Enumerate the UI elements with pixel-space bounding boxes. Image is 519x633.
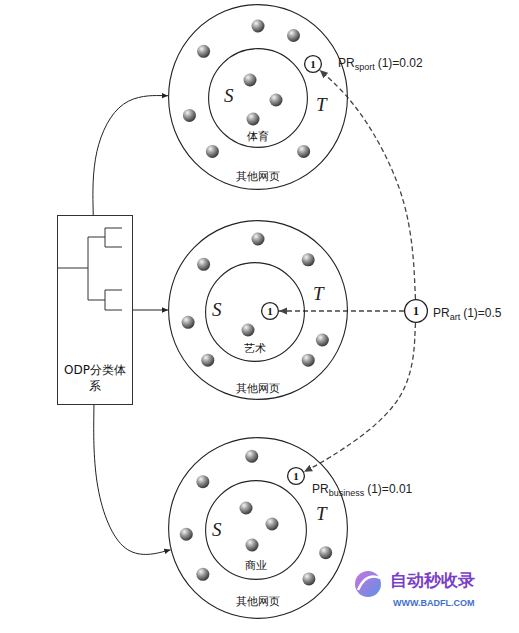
outline [169, 5, 348, 190]
pagerank-value: (1)=0.5 [463, 306, 501, 320]
sphere [206, 145, 219, 158]
outline [206, 481, 307, 580]
arrow [133, 310, 168, 311]
node-number: 1 [267, 304, 273, 319]
label-group: T [316, 95, 327, 114]
watermark-logo [355, 571, 381, 597]
category-circle: 体育 [208, 48, 308, 148]
set-letter: T [313, 283, 324, 304]
node-number: 1 [293, 469, 299, 484]
outline [169, 221, 348, 400]
dashed-arrow [279, 310, 404, 311]
sphere [183, 109, 196, 122]
page-node: 1 [304, 55, 322, 73]
node-number: 1 [413, 303, 419, 319]
sphere [245, 450, 258, 463]
sphere [246, 539, 259, 552]
outline [405, 300, 428, 323]
outline [305, 56, 322, 73]
set-letter: T [316, 94, 327, 115]
page-node: 1 [261, 302, 279, 320]
sphere [197, 258, 210, 271]
watermark: WWW.BADFL.COM [393, 598, 474, 608]
circle-outline [168, 437, 348, 619]
set-letter: S [224, 85, 234, 106]
taxonomy-box: ODP分类体系 [57, 215, 133, 405]
label-group: PRbusiness(1)=0.01 [312, 480, 412, 498]
pagerank-value: art [450, 312, 461, 322]
sphere [287, 29, 300, 42]
outline [288, 468, 305, 485]
outer-ring: 1 艺术其他网页 [168, 220, 348, 400]
page-node: 1 [404, 299, 428, 323]
sphere [240, 502, 253, 515]
node-number: 1 [310, 57, 316, 72]
sphere [302, 354, 315, 367]
label-group: S [212, 300, 222, 319]
outline [206, 263, 305, 362]
region-label: 其他网页 [236, 382, 280, 397]
sphere [302, 572, 315, 585]
dashed-arrow [320, 70, 416, 299]
sphere [242, 324, 255, 337]
sphere [197, 45, 210, 58]
label-group: T [313, 284, 324, 303]
sphere [252, 233, 265, 246]
set-letter: T [316, 503, 327, 524]
sphere [319, 546, 332, 559]
pagerank-value: PR [433, 306, 450, 320]
outline [262, 303, 279, 320]
outline [169, 438, 348, 619]
sphere [316, 334, 329, 347]
label-group: S [224, 86, 234, 105]
sphere [196, 568, 209, 581]
sphere [182, 316, 195, 329]
sphere [302, 253, 315, 266]
arrow [93, 96, 168, 215]
pagerank-value: PR [338, 56, 355, 70]
pagerank-value: sport [355, 62, 375, 72]
pagerank-value: (1)=0.02 [378, 56, 423, 70]
sphere [244, 74, 257, 87]
sphere [180, 528, 193, 541]
sphere [196, 475, 209, 488]
pagerank-value: PR [312, 482, 329, 496]
sphere [252, 20, 265, 33]
dashed-arrow [304, 323, 415, 472]
label-group: PRsport(1)=0.02 [338, 54, 423, 72]
set-letter: S [212, 519, 222, 540]
outline [209, 49, 308, 148]
label-group: 自动秒收录 [390, 572, 475, 589]
sphere [270, 94, 283, 107]
region-label: 商业 [245, 559, 267, 574]
region-label: 其他网页 [236, 170, 280, 185]
sphere [266, 518, 279, 531]
region-label: 体育 [247, 130, 269, 145]
arrow [94, 405, 171, 554]
watermark: 自动秒收录 [390, 571, 475, 590]
label-group: T [316, 504, 327, 523]
pagerank-value: (1)=0.01 [367, 482, 412, 496]
pagerank-value: business [329, 488, 365, 498]
label-group: WWW.BADFL.COM [393, 593, 474, 609]
sphere [247, 113, 260, 126]
sphere [201, 354, 214, 367]
label-group: PRart(1)=0.5 [433, 304, 502, 322]
outer-ring: 商业 1 其他网页 [168, 437, 348, 619]
box-label: ODP分类体系 [63, 362, 127, 394]
page-node: 1 [287, 467, 305, 485]
circle-outline [168, 220, 348, 400]
label-group: S [212, 520, 222, 539]
sphere [297, 145, 310, 158]
tree-bracket [57, 228, 122, 310]
region-label: 艺术 [244, 342, 266, 357]
set-letter: S [212, 299, 222, 320]
sphere-pages [180, 20, 332, 586]
region-label: 其他网页 [236, 595, 280, 610]
